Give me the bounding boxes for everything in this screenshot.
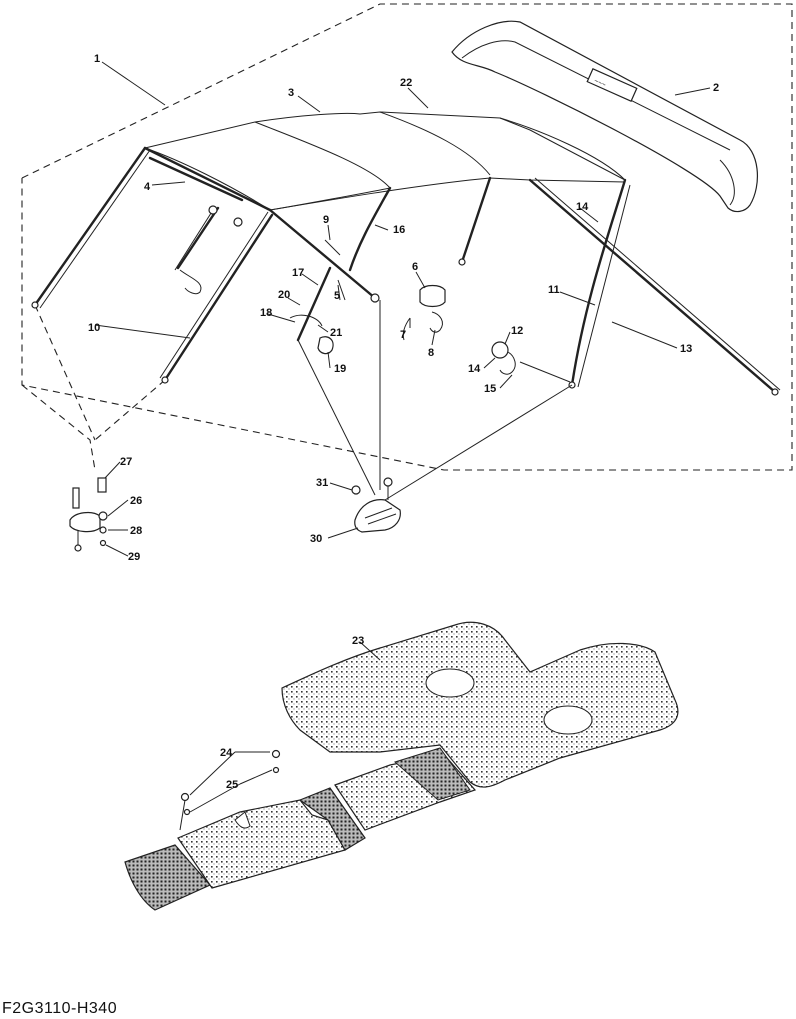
callout-25: 25 bbox=[226, 779, 238, 791]
callout-11: 11 bbox=[548, 284, 560, 296]
callout-20: 20 bbox=[278, 289, 290, 301]
callout-18: 18 bbox=[260, 307, 272, 319]
floor-mat bbox=[281, 621, 679, 788]
callout-labels: 1 2 3 22 4 9 16 6 17 5 20 18 21 7 8 19 1… bbox=[88, 53, 719, 791]
callout-15: 15 bbox=[484, 383, 496, 395]
callout-24: 24 bbox=[220, 747, 233, 759]
callout-12: 12 bbox=[511, 325, 523, 337]
callout-10: 10 bbox=[88, 322, 100, 334]
callout-23: 23 bbox=[352, 635, 364, 647]
mounting-base bbox=[351, 477, 401, 533]
callout-26: 26 bbox=[130, 495, 142, 507]
callout-17: 17 bbox=[292, 267, 304, 279]
fastener-group bbox=[69, 477, 108, 552]
callout-5: 5 bbox=[334, 290, 340, 302]
callout-4: 4 bbox=[144, 181, 151, 193]
callout-19: 19 bbox=[334, 363, 346, 375]
leader-lines bbox=[297, 300, 573, 501]
callout-3: 3 bbox=[288, 87, 294, 99]
callout-8: 8 bbox=[428, 347, 434, 359]
canopy-top bbox=[144, 111, 626, 211]
callout-7: 7 bbox=[400, 329, 406, 341]
callout-29: 29 bbox=[128, 551, 140, 563]
rear-visor: ~~~ bbox=[451, 20, 758, 213]
frame-tubes bbox=[31, 146, 781, 396]
callout-28: 28 bbox=[130, 525, 142, 537]
callout-22: 22 bbox=[400, 77, 412, 89]
document-code: F2G3110-H340 bbox=[2, 1000, 118, 1017]
callout-1: 1 bbox=[94, 53, 100, 65]
callout-31: 31 bbox=[316, 477, 328, 489]
assembly-outline bbox=[21, 3, 793, 471]
callout-16: 16 bbox=[393, 224, 405, 236]
callout-14-mid: 14 bbox=[468, 363, 481, 375]
callout-14-top: 14 bbox=[576, 201, 589, 213]
canopy-hardware bbox=[179, 239, 516, 375]
callout-2: 2 bbox=[713, 82, 719, 94]
callout-21: 21 bbox=[330, 327, 342, 339]
visor-logo: ~~~ bbox=[593, 78, 607, 89]
callout-6: 6 bbox=[412, 261, 418, 273]
callout-13: 13 bbox=[680, 343, 692, 355]
callout-leaders bbox=[94, 61, 711, 813]
callout-30: 30 bbox=[310, 533, 322, 545]
side-mats bbox=[124, 747, 477, 911]
callout-9: 9 bbox=[323, 214, 329, 226]
callout-27: 27 bbox=[120, 456, 132, 468]
